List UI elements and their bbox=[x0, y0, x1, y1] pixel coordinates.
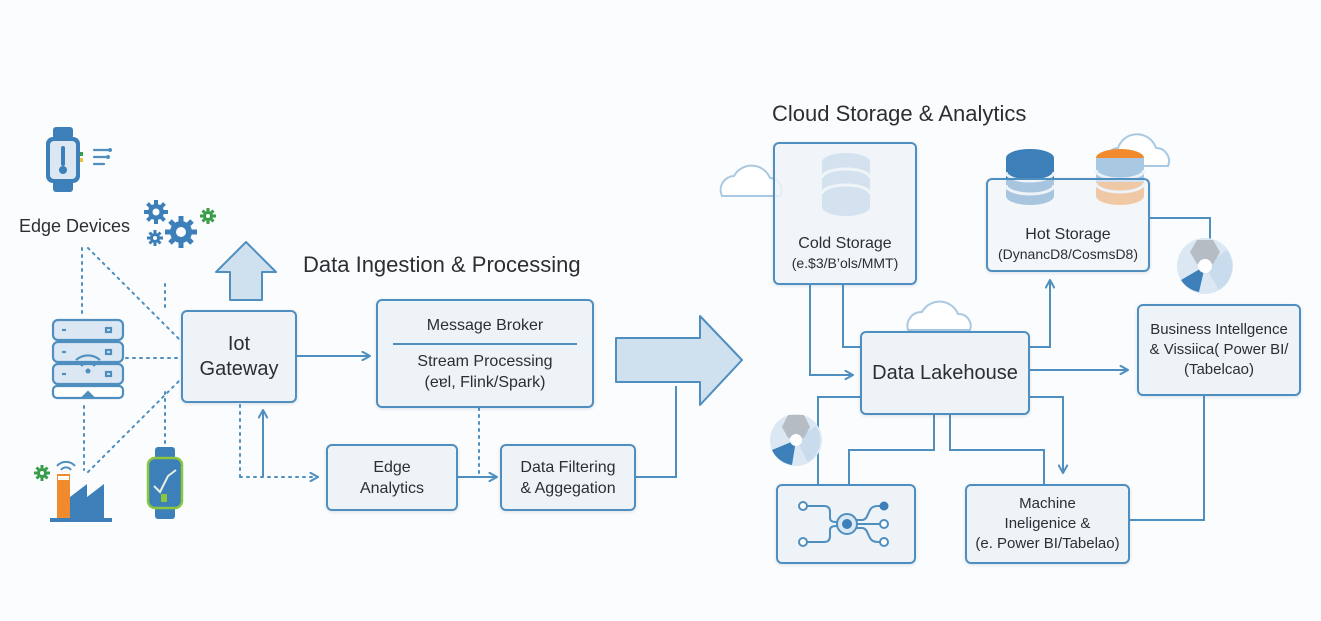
edge-device-dotted-links bbox=[81, 247, 480, 477]
server-wifi-icon bbox=[51, 318, 125, 400]
lakehouse-to-hot-link bbox=[1030, 280, 1050, 348]
business-intelligence-node[interactable]: Business Intellgence & Vissiica( Power B… bbox=[1137, 304, 1301, 396]
cold-storage-node[interactable]: Cold Storage (e.$3/B’ols/MMT) bbox=[773, 142, 917, 285]
right-arrow-icon bbox=[615, 315, 743, 406]
iot-gateway-node[interactable]: Iot Gateway bbox=[181, 310, 297, 403]
cold-to-lakehouse-link-2 bbox=[842, 285, 860, 348]
circuit-network-icon bbox=[798, 501, 889, 547]
hot-storage-label: Hot Storage bbox=[1025, 226, 1111, 243]
edge-analytics-line1: Edge bbox=[373, 458, 411, 476]
cloud-section-title: Cloud Storage & Analytics bbox=[772, 101, 1027, 126]
filtering-to-cloud-link bbox=[636, 386, 677, 478]
pie-segments-icon bbox=[770, 414, 822, 466]
smartwatch-chart-icon bbox=[146, 447, 184, 519]
ml-line2: Ineligenice & bbox=[1004, 515, 1091, 532]
hot-storage-examples: (DynancD8/CosmsD8) bbox=[997, 246, 1139, 262]
factory-icon bbox=[34, 460, 112, 522]
network-node[interactable] bbox=[776, 484, 916, 564]
lakehouse-to-network-link-2 bbox=[817, 396, 860, 484]
bi-line2: & Vissiica( Power BI/ bbox=[1149, 341, 1289, 358]
cold-storage-examples: (e.$3/B’ols/MMT) bbox=[791, 255, 899, 271]
message-broker-label: Message Broker bbox=[426, 316, 544, 334]
data-lakehouse-node[interactable]: Data Lakehouse bbox=[860, 331, 1030, 415]
bi-line1: Business Intellgence bbox=[1150, 321, 1288, 338]
lakehouse-to-ml-link bbox=[1030, 396, 1063, 473]
message-broker-node[interactable]: Message Broker Stream Processing (eɐl, F… bbox=[376, 299, 594, 408]
gateway-label-line2: Gateway bbox=[199, 357, 279, 380]
cold-to-lakehouse-link bbox=[809, 285, 853, 375]
ml-line1: Machine bbox=[1019, 495, 1076, 512]
edge-analytics-node[interactable]: Edge Analytics bbox=[326, 444, 458, 511]
hot-storage-node[interactable]: Hot Storage (DynancD8/CosmsD8) bbox=[986, 178, 1150, 272]
machine-intelligence-node[interactable]: Machine Ineligenice & (e. Power BI/Tabel… bbox=[965, 484, 1130, 564]
pie-segments-icon bbox=[1177, 238, 1233, 294]
edge-analytics-line2: Analytics bbox=[359, 479, 425, 497]
data-lakehouse-label: Data Lakehouse bbox=[872, 361, 1018, 384]
lakehouse-to-ml-link-2 bbox=[949, 415, 1045, 484]
broker-divider bbox=[392, 342, 578, 345]
data-filtering-line1: Data Filtering bbox=[520, 458, 616, 476]
stream-processing-examples: (eɐl, Flink/Spark) bbox=[424, 373, 546, 391]
up-arrow-icon bbox=[215, 241, 277, 301]
bi-to-ml-link bbox=[1130, 396, 1205, 521]
cold-storage-label: Cold Storage bbox=[798, 235, 892, 252]
ingestion-section-title: Data Ingestion & Processing bbox=[303, 252, 581, 277]
edge-devices-title: Edge Devices bbox=[19, 216, 131, 236]
smartwatch-thermometer-icon bbox=[46, 127, 112, 192]
ml-line3: (e. Power BI/Tabelao) bbox=[975, 535, 1120, 552]
data-filtering-node[interactable]: Data Filtering & Aggegation bbox=[500, 444, 636, 511]
cloud-icon bbox=[906, 300, 972, 331]
lakehouse-to-network-link bbox=[848, 415, 935, 484]
bi-line3: (Tabelcao) bbox=[1183, 361, 1255, 378]
gateway-label-line1: Iot bbox=[227, 332, 251, 355]
stream-processing-label: Stream Processing bbox=[417, 352, 553, 370]
gears-icon bbox=[144, 200, 216, 248]
data-filtering-line2: & Aggegation bbox=[520, 479, 616, 497]
